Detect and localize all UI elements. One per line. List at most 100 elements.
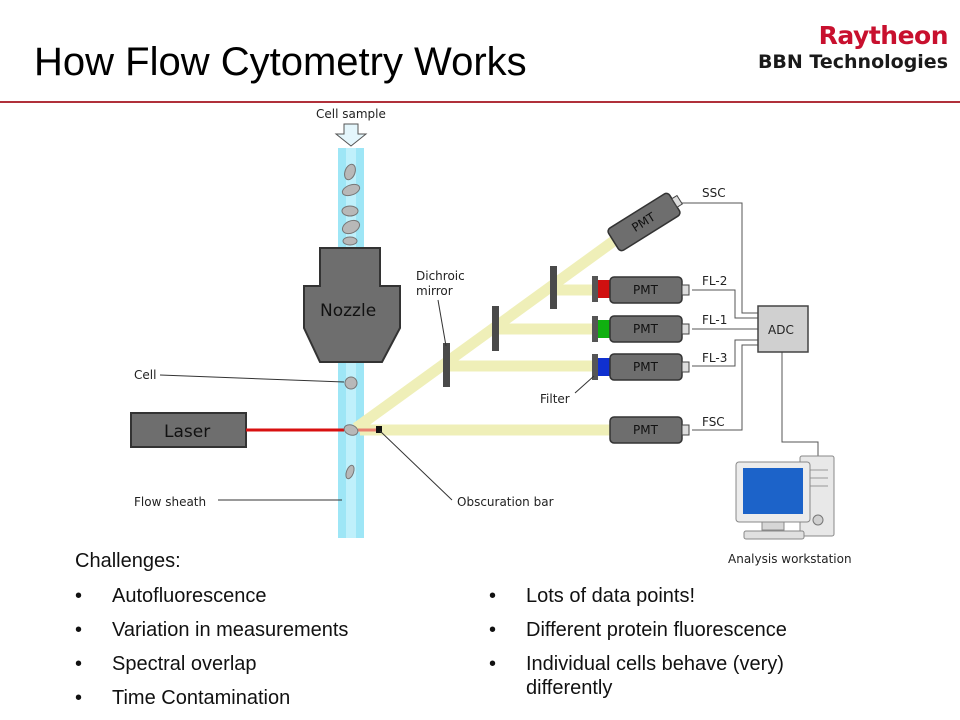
analysis-workstation-label: Analysis workstation (728, 552, 852, 566)
sample-cell (344, 163, 356, 181)
challenge-item: • Time Contamination (75, 686, 455, 710)
filter-fl1-mount (592, 316, 598, 342)
channel-label-fsc: FSC (702, 415, 725, 429)
challenges-left-list: • Autofluorescence • Variation in measureme… (75, 584, 455, 720)
pmt-fl1-window (681, 323, 690, 335)
pmt-fl2-label: PMT (633, 283, 659, 297)
cell-pointer (159, 374, 345, 383)
signal-wires (678, 202, 819, 460)
challenges-heading: Challenges: (75, 550, 181, 572)
challenge-item: • Different protein fluorescence (489, 618, 849, 642)
challenge-item: • Variation in measurements (75, 618, 455, 642)
challenge-text: Time Contamination (112, 687, 291, 709)
workstation-wire (781, 352, 819, 460)
sample-cell (341, 183, 361, 197)
cell-sample-arrow (334, 123, 368, 147)
mouse (812, 514, 824, 526)
challenge-text: Lots of data points! (526, 585, 696, 607)
laser (130, 412, 247, 448)
channel-label-fl2: FL-2 (702, 274, 727, 288)
challenges-right-list: • Lots of data points! • Different protein … (489, 584, 849, 710)
bullet-marker: • (489, 619, 497, 641)
filter-fl2-mount (592, 276, 598, 302)
pmt-ssc-window (671, 194, 683, 208)
ssc-wire (678, 202, 758, 314)
adc-label: ADC (768, 323, 794, 337)
cell-sample-label: Cell sample (316, 107, 386, 121)
raytheon-bbn-logo: Raytheon BBN Technologies (757, 22, 949, 74)
challenge-item: • Individual cells behave (very) differen… (489, 652, 849, 700)
challenge-text: Different protein fluorescence (526, 619, 787, 641)
challenge-text: Variation in measurements (112, 619, 349, 641)
nozzle (303, 247, 401, 363)
filter-fl2 (598, 280, 610, 298)
filter-fl3-mount (592, 354, 598, 380)
monitor-screen (743, 468, 803, 514)
cell (344, 376, 358, 390)
fsc-wire (692, 344, 758, 431)
dichroic-mirror-3 (550, 266, 557, 309)
challenge-text: Spectral overlap (112, 653, 257, 675)
adc-box (757, 305, 809, 353)
dichroic-mirror-1 (443, 343, 450, 387)
challenge-text: Autofluorescence (112, 585, 267, 607)
bullet-marker: • (75, 585, 83, 607)
pmt-fl2-window (681, 284, 690, 296)
illuminated-cell (343, 424, 359, 436)
filters (592, 276, 610, 380)
challenge-item: • Lots of data points! (489, 584, 849, 608)
pmt-fl1: PMT (609, 315, 690, 343)
dichroic-label-line-1: Dichroic (416, 269, 465, 283)
nozzle-label: Nozzle (320, 301, 376, 321)
channel-label-fl3: FL-3 (702, 351, 727, 365)
flow-sheath-label: Flow sheath (134, 495, 206, 509)
keyboard (743, 530, 805, 540)
bullet-marker: • (75, 653, 83, 675)
pmt-ssc: PMT (607, 192, 683, 252)
bullet-marker: • (489, 653, 497, 675)
dichroic-mirrors (443, 266, 557, 387)
pmt-fsc: PMT (609, 416, 690, 444)
filter-pointer (574, 375, 595, 394)
pmt-fsc-window (681, 424, 690, 436)
analysis-workstation (735, 455, 835, 540)
monitor-stand (761, 521, 785, 531)
filter-fl3 (598, 358, 610, 376)
laser-label: Laser (164, 422, 210, 442)
ssc-beam (352, 230, 626, 433)
fl3-wire (692, 339, 758, 367)
channel-label-ssc: SSC (702, 186, 726, 200)
dichroic-label-line-2: mirror (416, 284, 453, 298)
logo-line-2: BBN Technologies (757, 51, 948, 73)
cell-label: Cell (134, 368, 156, 382)
pmt-fl2: PMT (609, 276, 690, 304)
obscuration-pointer (379, 430, 453, 501)
title-divider (0, 101, 960, 103)
obscuration-bar (376, 426, 382, 433)
bullet-marker: • (489, 585, 497, 607)
sample-cell (341, 219, 361, 235)
pmt-fl3: PMT (609, 353, 690, 381)
challenge-text: Individual cells behave (very) different… (526, 653, 784, 699)
challenge-item: • Autofluorescence (75, 584, 455, 608)
sample-cells (341, 163, 361, 246)
fl2-wire (692, 289, 758, 319)
challenge-item: • Spectral overlap (75, 652, 455, 676)
pmt-fl1-label: PMT (633, 322, 659, 336)
slide-title: How Flow Cytometry Works (34, 40, 527, 84)
dichroic-pointer (437, 299, 447, 347)
obscuration-bar-label: Obscuration bar (457, 495, 554, 509)
filter-fl1 (598, 320, 610, 338)
pmt-fl3-label: PMT (633, 360, 659, 374)
pmt-fl3-window (681, 361, 690, 373)
dichroic-mirror-2 (492, 306, 499, 351)
sample-cell (341, 205, 359, 217)
bullet-marker: • (75, 687, 83, 709)
channel-label-fl1: FL-1 (702, 313, 727, 327)
bullet-marker: • (75, 619, 83, 641)
lower-cell (345, 464, 355, 480)
sample-cell (342, 236, 358, 246)
filter-label: Filter (540, 392, 570, 406)
pmt-fsc-label: PMT (633, 423, 659, 437)
